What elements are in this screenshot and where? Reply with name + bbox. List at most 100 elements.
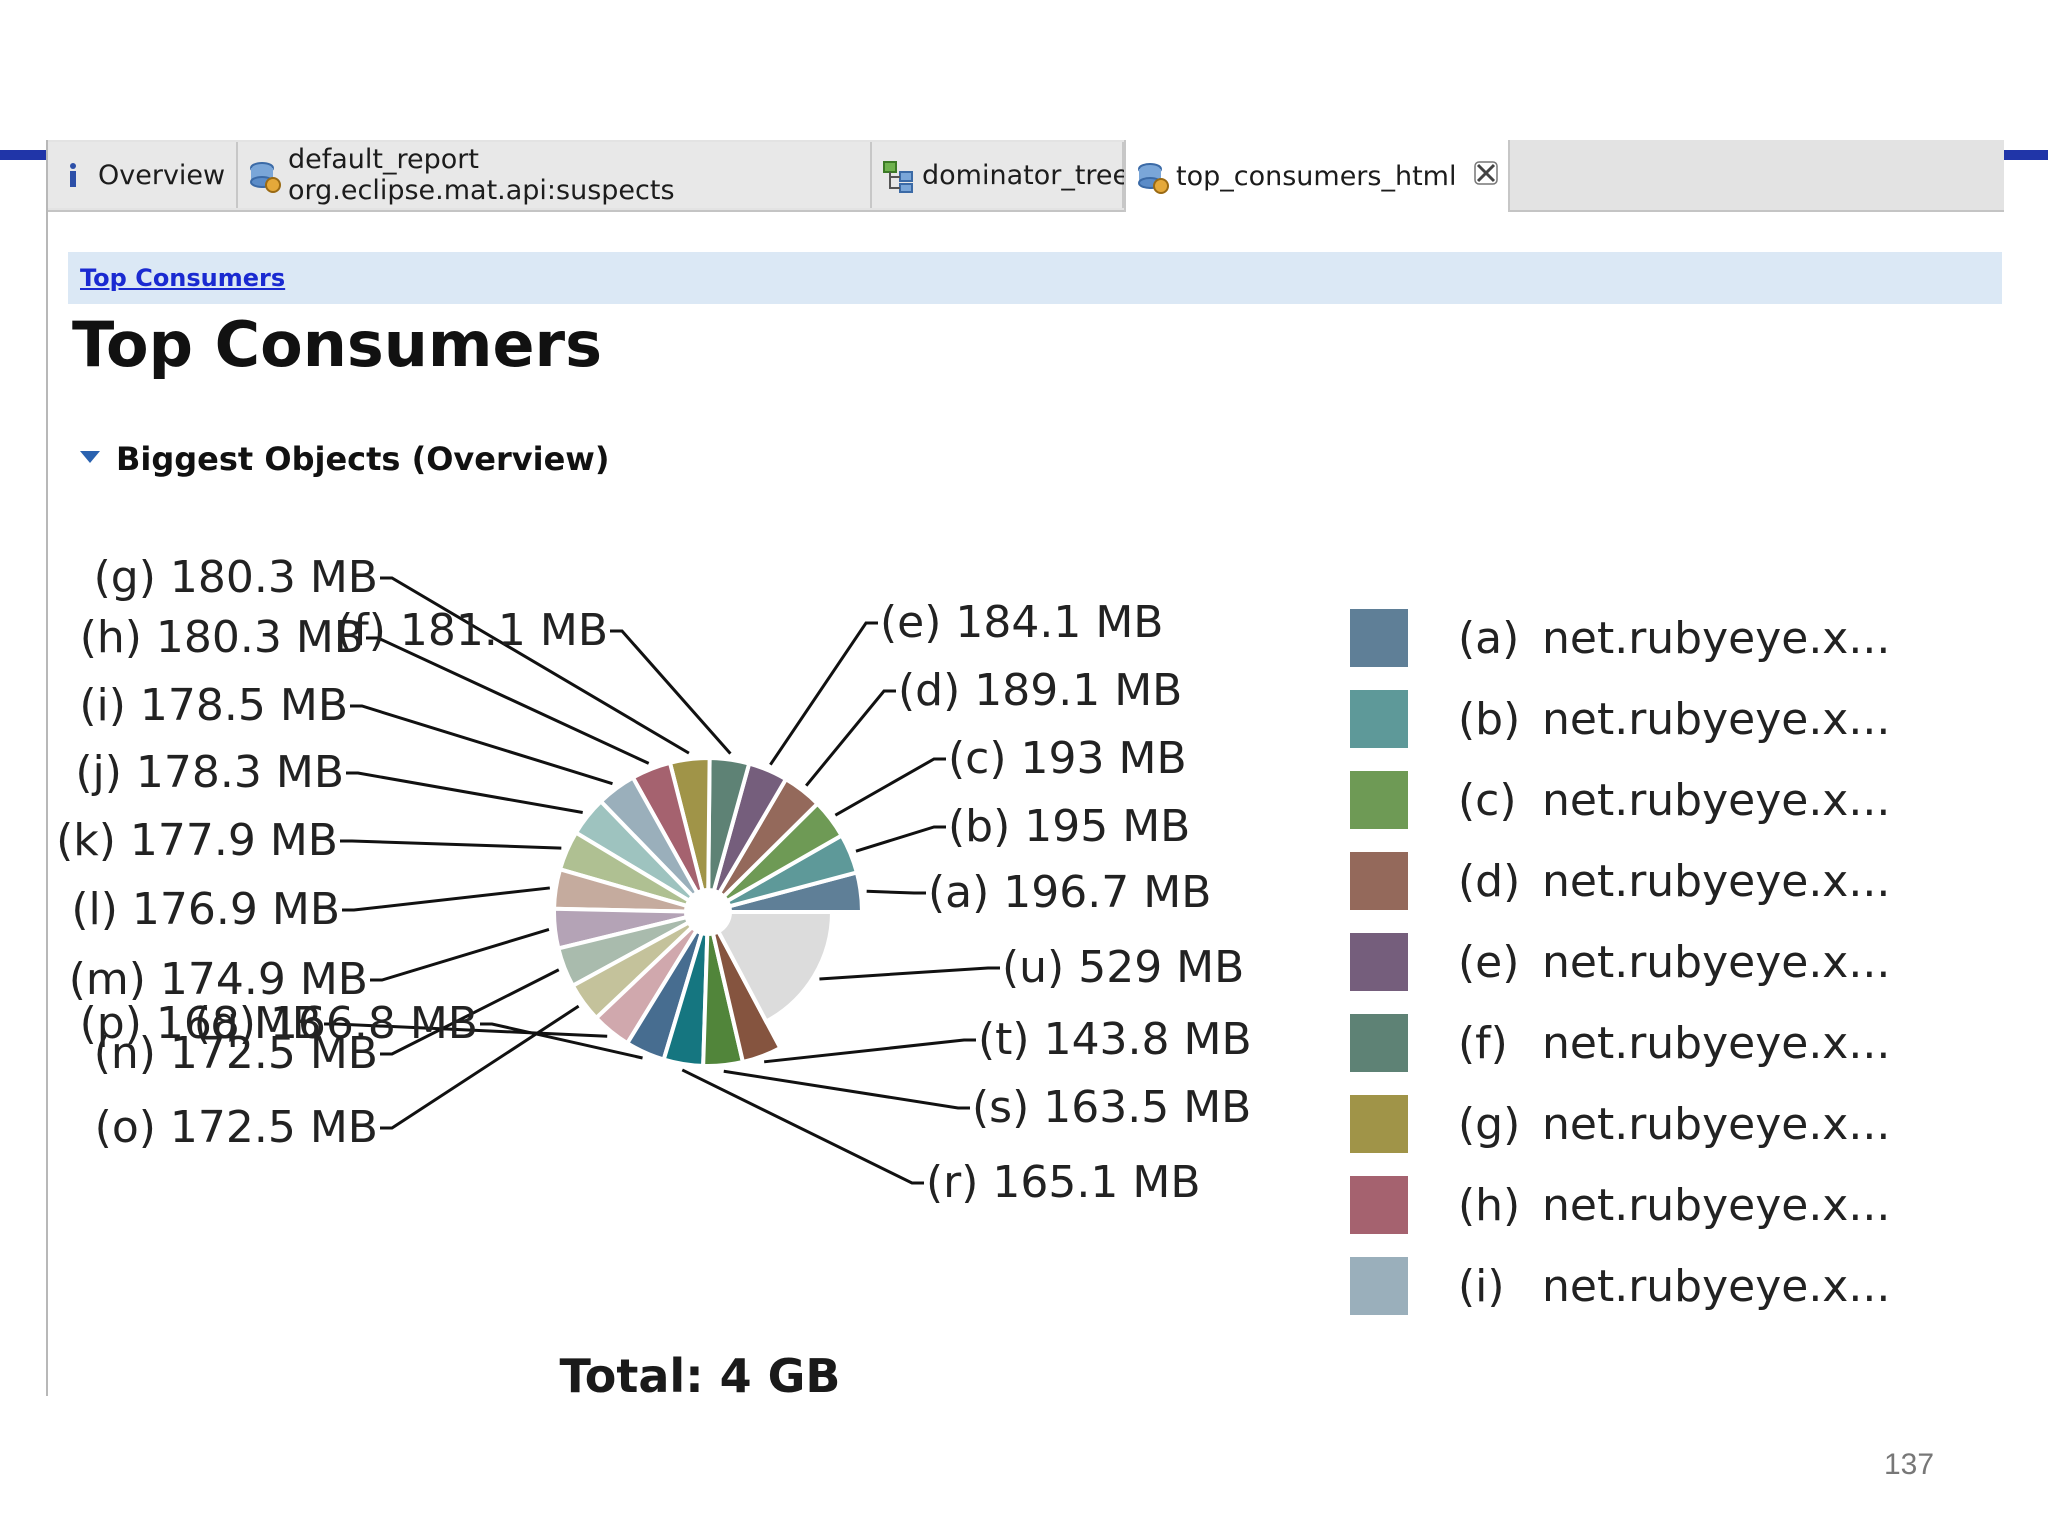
legend-label: net.rubyeye.x... [1542,1017,1891,1069]
pie-leader-line [819,966,1000,981]
pie-leader-line [324,1022,608,1038]
pie-slice-label: (g) 180.3 MB [94,552,378,603]
legend-item: (c) net.rubyeye.x... [1350,770,1890,830]
pie-slice-label: (h) 180.3 MB [80,612,364,663]
legend-item: (a) net.rubyeye.x... [1350,608,1890,668]
pie-leader-line [342,886,550,912]
legend-id: (g) [1458,1098,1521,1150]
pie-slice-label: (q) 166.8 MB [194,998,478,1049]
pie-slice-label: (a) 196.7 MB [928,867,1211,918]
legend-swatch [1350,1095,1408,1153]
pie-leader-line [350,704,613,786]
pie-slice-label: (n) 172.5 MB [94,1028,378,1079]
pie-slice-label: (o) 172.5 MB [95,1102,378,1153]
legend-swatch [1350,933,1408,991]
legend-swatch [1350,1176,1408,1234]
close-icon[interactable] [1474,160,1499,192]
pie-slice-label: (l) 176.9 MB [71,884,340,935]
legend-item: (d) net.rubyeye.x... [1350,851,1890,911]
pie-leader-line [834,757,946,817]
pie-leader-line [370,927,550,982]
pie-leader-line [340,839,562,850]
info-icon [58,160,88,190]
pie-leader-line [380,968,560,1056]
legend-item: (b) net.rubyeye.x... [1350,689,1890,749]
pie-slice-label: (e) 184.1 MB [880,597,1164,648]
legend-label: net.rubyeye.x... [1542,693,1891,745]
pie-leader-line [346,771,583,814]
legend-item: (e)net.rubyeye.x... [1350,932,1890,992]
pie-leader-line [610,629,732,755]
breadcrumb-link-top-consumers[interactable]: Top Consumers [80,264,286,292]
tree-icon [882,160,913,193]
legend-swatch [1350,852,1408,910]
slide-accent-right [2002,150,2048,160]
report-icon [248,160,281,193]
legend-label: net.rubyeye.x... [1542,774,1891,826]
pie-slice-label: (p) 168 MB [80,998,322,1049]
legend-item: (h) net.rubyeye.x... [1350,1175,1890,1235]
legend-id: (i) [1458,1260,1505,1312]
pie-leader-line [380,576,690,755]
pie-leader-line [855,825,946,853]
legend-label: net.rubyeye.x... [1542,1098,1891,1150]
report-content: Top Consumers Top Consumers Biggest Obje… [48,212,2004,1396]
legend-id: (d) [1458,855,1521,907]
slide-page-number: 137 [1884,1448,1935,1481]
legend-label: net.rubyeye.x... [1542,1179,1891,1231]
pie-slice-label: (d) 189.1 MB [898,665,1182,716]
pie-leader-line [866,889,926,895]
legend-item: (i) net.rubyeye.x... [1350,1256,1890,1316]
pie-leader-line [769,621,878,766]
tab-dominator-tree[interactable]: dominator_tree [872,142,1129,208]
tab-label: dominator_tree [922,159,1130,191]
pie-leader-line [681,1068,924,1185]
tab-top-consumers-html[interactable]: top_consumers_html [1124,140,1510,212]
tab-overview[interactable]: Overview [48,142,238,208]
pie-slice-label: (t) 143.8 MB [978,1014,1252,1065]
legend-swatch [1350,1257,1408,1315]
pie-slice-label: (c) 193 MB [948,733,1187,784]
pie-slice-label: (r) 165.1 MB [926,1157,1201,1208]
legend-swatch [1350,690,1408,748]
pie-leader-line [366,636,650,765]
pie-slice-label: (m) 174.9 MB [69,954,368,1005]
pie-slice-label: (b) 195 MB [948,801,1190,852]
breadcrumb: Top Consumers [68,252,2002,304]
editor-window: Overview default_report org.eclipse.mat.… [46,140,2004,1396]
report-icon [1136,161,1169,194]
section-toggle-biggest-objects[interactable]: Biggest Objects (Overview) [78,440,609,478]
pie-total-label: Total: 4 GB [560,1349,841,1396]
legend-id: (c) [1458,774,1517,826]
pie-slice-label: (k) 177.9 MB [56,815,338,866]
legend-item: (g) net.rubyeye.x... [1350,1094,1890,1154]
legend-id: (a) [1458,612,1520,664]
legend-label: net.rubyeye.x... [1542,1260,1891,1312]
tab-label: Overview [98,159,226,191]
page-title: Top Consumers [72,308,603,381]
pie-leader-line [723,1069,970,1110]
legend-item: (f) net.rubyeye.x... [1350,1013,1890,1073]
pie-slice-label: (i) 178.5 MB [79,680,348,731]
pie-slice-label: (s) 163.5 MB [972,1082,1251,1133]
section-title: Biggest Objects (Overview) [116,440,610,478]
pie-slice-label: (j) 178.3 MB [75,747,344,798]
legend-swatch [1350,771,1408,829]
pie-slice-label: (f) 181.1 MB [336,605,608,656]
tab-default-report[interactable]: default_report org.eclipse.mat.api:suspe… [238,142,872,208]
legend-swatch [1350,1014,1408,1072]
tab-label: default_report org.eclipse.mat.api:suspe… [288,144,675,206]
pie-leader-line [764,1038,976,1064]
pie-slice-u [715,910,835,1025]
legend-id: (h) [1458,1179,1521,1231]
legend-id: (f) [1458,1017,1508,1069]
legend-id: (b) [1458,693,1521,745]
pie-chart: (a) 196.7 MB (b) 195 MB (c) 193 MB (d) 189.… [56,552,1252,1396]
legend-label: net.rubyeye.x... [1542,855,1891,907]
tab-label: top_consumers_html [1176,160,1457,192]
pie-leader-line [805,689,896,787]
chevron-down-icon [78,449,102,469]
slide-accent-left [0,150,48,160]
legend-label: net.rubyeye.x... [1542,612,1891,664]
pie-leader-line [480,1022,643,1060]
